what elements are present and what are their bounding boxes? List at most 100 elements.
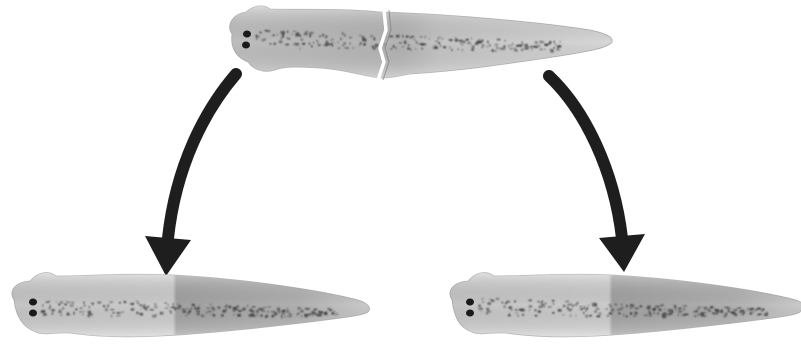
speckle [406, 35, 409, 37]
speckle [630, 312, 632, 315]
speckle [482, 298, 483, 300]
speckle [505, 303, 507, 305]
speckle [633, 315, 635, 316]
speckle [473, 45, 475, 48]
speckle [257, 314, 258, 317]
speckle [458, 49, 459, 50]
speckle [764, 313, 768, 316]
speckle [563, 305, 566, 308]
speckle [362, 36, 364, 38]
speckle [372, 46, 374, 49]
speckle [576, 302, 578, 304]
speckle [655, 305, 657, 306]
speckle [305, 308, 307, 310]
speckle [320, 314, 322, 316]
speckle [662, 316, 666, 319]
speckle [73, 312, 74, 315]
speckle [487, 46, 488, 47]
speckle [455, 37, 456, 38]
speckle [538, 310, 541, 312]
speckle [277, 34, 279, 36]
speckle [260, 314, 262, 317]
speckle [66, 301, 67, 303]
speckle [503, 305, 506, 308]
speckle [636, 312, 637, 313]
speckle [359, 44, 360, 47]
speckle [235, 307, 237, 309]
speckle [698, 308, 700, 310]
speckle [438, 42, 440, 44]
speckle [274, 313, 278, 316]
speckle [416, 41, 417, 44]
speckle [552, 312, 554, 314]
speckle [266, 307, 267, 308]
speckle [513, 42, 514, 44]
speckle [395, 47, 396, 49]
speckle [314, 312, 317, 314]
speckle [726, 307, 728, 309]
speckle [626, 305, 628, 308]
speckle [331, 40, 332, 41]
speckle [272, 315, 274, 318]
speckle [252, 315, 256, 317]
speckle [322, 34, 324, 37]
speckle [279, 312, 281, 314]
speckle [461, 44, 463, 46]
speckle [267, 30, 271, 32]
speckle [482, 301, 484, 303]
speckle [179, 305, 182, 307]
speckle [168, 304, 169, 306]
speckle [113, 312, 115, 314]
speckle [705, 312, 707, 314]
speckle [660, 304, 664, 307]
speckle [737, 308, 740, 310]
speckle [349, 37, 352, 39]
speckle [228, 306, 231, 308]
speckle [172, 307, 175, 309]
speckle [300, 39, 303, 41]
speckle [749, 313, 752, 315]
speckle [478, 39, 481, 42]
speckle [441, 38, 443, 40]
speckle [478, 308, 482, 310]
speckle [540, 48, 542, 50]
speckle [519, 44, 521, 45]
speckle [311, 45, 313, 47]
speckle [755, 309, 757, 311]
speckle [554, 41, 555, 43]
speckle [105, 308, 108, 311]
speckle [435, 41, 438, 42]
speckle [526, 43, 528, 45]
speckle [137, 302, 140, 304]
speckle [550, 50, 554, 53]
speckle [313, 42, 315, 43]
speckle [311, 315, 314, 317]
speckle [97, 301, 101, 303]
speckle [296, 314, 298, 315]
speckle [440, 45, 441, 47]
speckle [305, 31, 308, 32]
speckle [488, 44, 491, 45]
arrow-left [145, 74, 236, 276]
speckle [384, 43, 386, 45]
speckle [515, 313, 519, 314]
speckle [304, 33, 307, 35]
speckle [712, 312, 715, 314]
speckle [594, 310, 597, 312]
speckle [274, 43, 276, 45]
speckle [510, 48, 513, 50]
speckle [681, 314, 685, 316]
speckle [271, 311, 275, 312]
speckle [746, 310, 749, 311]
speckle [657, 306, 660, 308]
speckle [529, 305, 532, 307]
speckle [256, 35, 258, 38]
speckle [269, 43, 272, 45]
speckle [363, 43, 366, 46]
speckle [252, 306, 255, 308]
speckle [472, 49, 475, 50]
speckle [282, 313, 285, 315]
speckle [610, 305, 613, 307]
speckle [256, 310, 257, 312]
speckle [42, 304, 43, 307]
